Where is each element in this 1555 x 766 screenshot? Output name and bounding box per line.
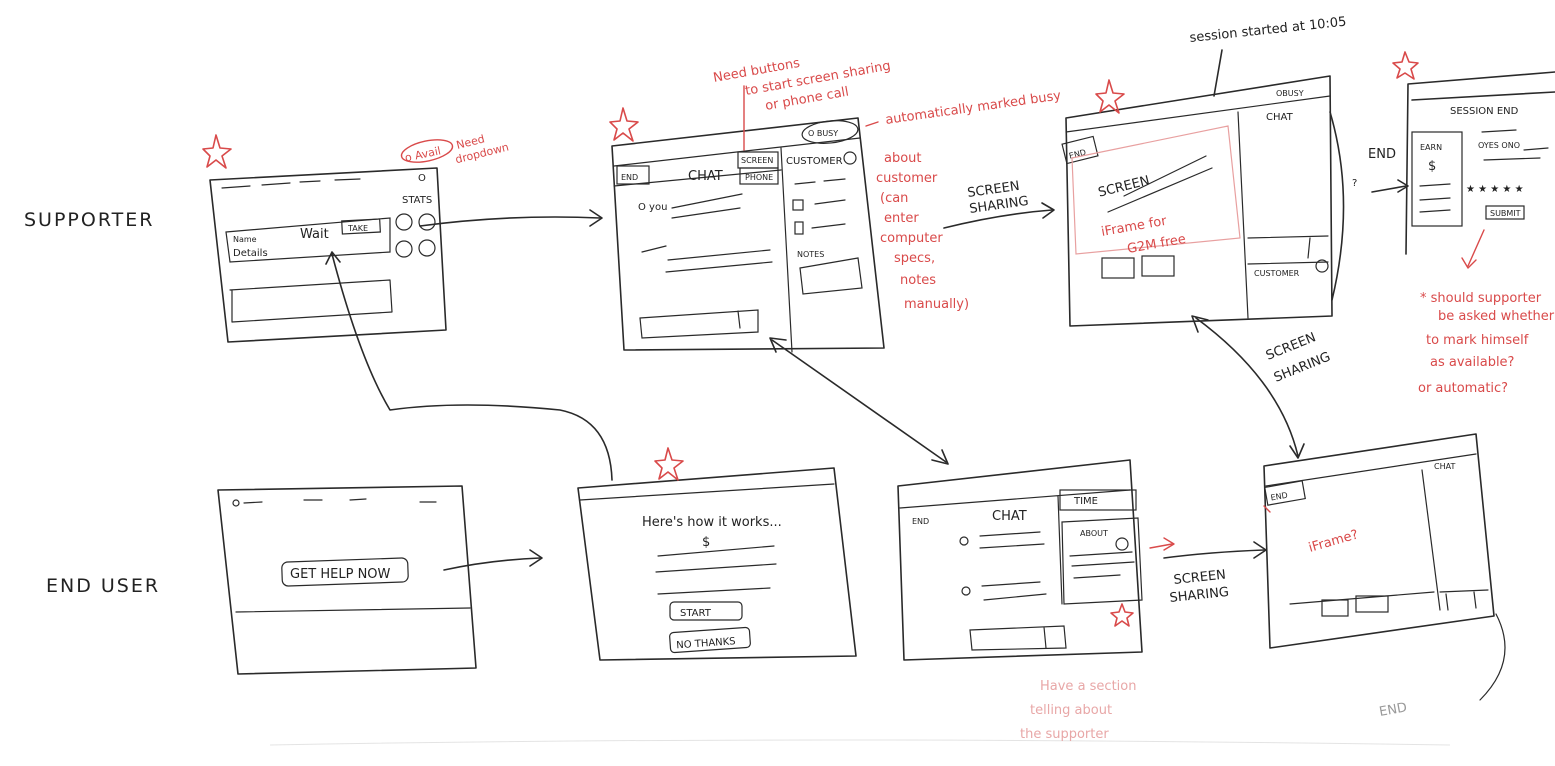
dashboard-stats: STATS: [402, 195, 432, 206]
star-icon: [1095, 79, 1125, 114]
chat-screen-button: SCREEN: [741, 156, 773, 165]
user-screen-iframe: iFrame?: [1307, 527, 1360, 555]
svg-text:Have a section: Have a section: [1040, 679, 1136, 694]
star-icon: [202, 134, 232, 169]
svg-text:computer: computer: [880, 231, 943, 246]
note-should-supporter: * should supporter be asked whether to m…: [1418, 291, 1555, 396]
user-screen-end: END: [1270, 491, 1289, 503]
svg-text:as available?: as available?: [1430, 355, 1514, 370]
session-end-title: SESSION END: [1450, 106, 1519, 117]
user-chat-title: CHAT: [992, 509, 1027, 524]
svg-text:specs,: specs,: [894, 251, 935, 266]
user-chat-about: ABOUT: [1080, 529, 1108, 538]
how-no-thanks-button: NO THANKS: [676, 636, 736, 651]
svg-text:telling about: telling about: [1030, 703, 1112, 718]
label-end-bottom: END: [1378, 700, 1408, 720]
chat-title: CHAT: [688, 169, 723, 184]
chat-customer: CUSTOMER: [786, 156, 843, 167]
session-end-yes-no: OYES ONO: [1478, 141, 1520, 150]
svg-text:* should supporter: * should supporter: [1420, 291, 1542, 306]
star-icon: [1110, 603, 1134, 627]
arrow: [419, 216, 601, 227]
note-auto-busy: automatically marked busy: [884, 88, 1062, 128]
how-start-button: START: [680, 608, 712, 619]
star-icon: [1392, 51, 1419, 80]
svg-text:or automatic?: or automatic?: [1418, 381, 1508, 396]
svg-text:to mark himself: to mark himself: [1426, 333, 1529, 348]
end-user-screen-share-sketch: CHAT END iFrame?: [1263, 433, 1506, 701]
supporter-screen-share-sketch: OBUSY CHAT END SCREEN iFrame for G2M fre…: [1061, 75, 1345, 327]
arrow-label-screen-sharing-3a: SCREEN: [1173, 568, 1227, 588]
dashboard-name: Name: [233, 235, 257, 244]
arrow-label-end: END: [1368, 147, 1396, 162]
chat-phone-button: PHONE: [745, 173, 773, 182]
svg-text:notes: notes: [900, 273, 936, 288]
note-session-started: session started at 10:05: [1189, 15, 1347, 46]
end-user-chat-sketch: TIME END CHAT ABOUT: [897, 459, 1143, 661]
share-chat: CHAT: [1266, 112, 1294, 123]
share-iframe-2: G2M free: [1126, 232, 1187, 257]
supporter-dashboard-sketch: O STATS Name Details Wait TAKE: [209, 167, 447, 343]
svg-text:(can: (can: [880, 191, 908, 206]
session-end-stars: ★ ★ ★ ★ ★: [1466, 184, 1524, 195]
dashboard-wait: Wait: [300, 227, 329, 242]
chat-end: END: [621, 173, 638, 182]
arrow: [1195, 317, 1299, 457]
dashboard-take: TAKE: [347, 224, 368, 233]
session-end-dollar: $: [1428, 159, 1436, 174]
session-end-submit: SUBMIT: [1490, 209, 1521, 218]
svg-text:enter: enter: [884, 211, 919, 226]
svg-text:the supporter: the supporter: [1020, 727, 1109, 742]
share-busy: OBUSY: [1276, 89, 1304, 98]
chat-notes: NOTES: [797, 250, 824, 259]
chat-busy: O BUSY: [808, 129, 838, 138]
dashboard-o: O: [418, 173, 426, 184]
dashboard-details: Details: [233, 248, 268, 259]
note-about-customer: about customer (can enter computer specs…: [876, 151, 969, 312]
arrow: [771, 339, 947, 463]
row-label-end-user: END USER: [46, 575, 160, 597]
note-have-section: Have a section telling about the support…: [1020, 679, 1136, 742]
get-help-now-button: GET HELP NOW: [290, 567, 391, 582]
svg-text:customer: customer: [876, 171, 938, 186]
arrow-label-question: ?: [1352, 178, 1357, 189]
star-icon: [654, 447, 684, 481]
svg-text:manually): manually): [904, 297, 969, 312]
supporter-chat-sketch: END CHAT SCREEN PHONE O BUSY CUSTOMER NO…: [611, 117, 885, 353]
user-chat-time: TIME: [1073, 496, 1098, 507]
arrow-label-screen-sharing-1a: SCREEN: [966, 179, 1020, 201]
star-icon: [609, 107, 639, 142]
user-screen-chat: CHAT: [1434, 462, 1455, 471]
session-end-earn: EARN: [1420, 143, 1442, 152]
row-label-supporter: SUPPORTER: [24, 209, 154, 231]
user-chat-end: END: [912, 517, 929, 526]
session-end-sketch: SESSION END EARN $ OYES ONO ★ ★ ★ ★ ★ SU…: [1405, 71, 1555, 255]
arrow-label-screen-sharing-3b: SHARING: [1169, 585, 1230, 606]
how-dollar: $: [702, 535, 710, 550]
end-user-home-sketch: GET HELP NOW: [217, 485, 477, 675]
svg-text:be asked whether: be asked whether: [1438, 309, 1555, 324]
chat-you: O you: [638, 202, 667, 213]
share-customer: CUSTOMER: [1254, 269, 1300, 278]
arrow: [331, 253, 613, 481]
how-it-works-sketch: Here's how it works... $ START NO THANKS: [577, 467, 857, 661]
svg-text:about: about: [884, 151, 922, 166]
how-title: Here's how it works...: [642, 515, 782, 530]
